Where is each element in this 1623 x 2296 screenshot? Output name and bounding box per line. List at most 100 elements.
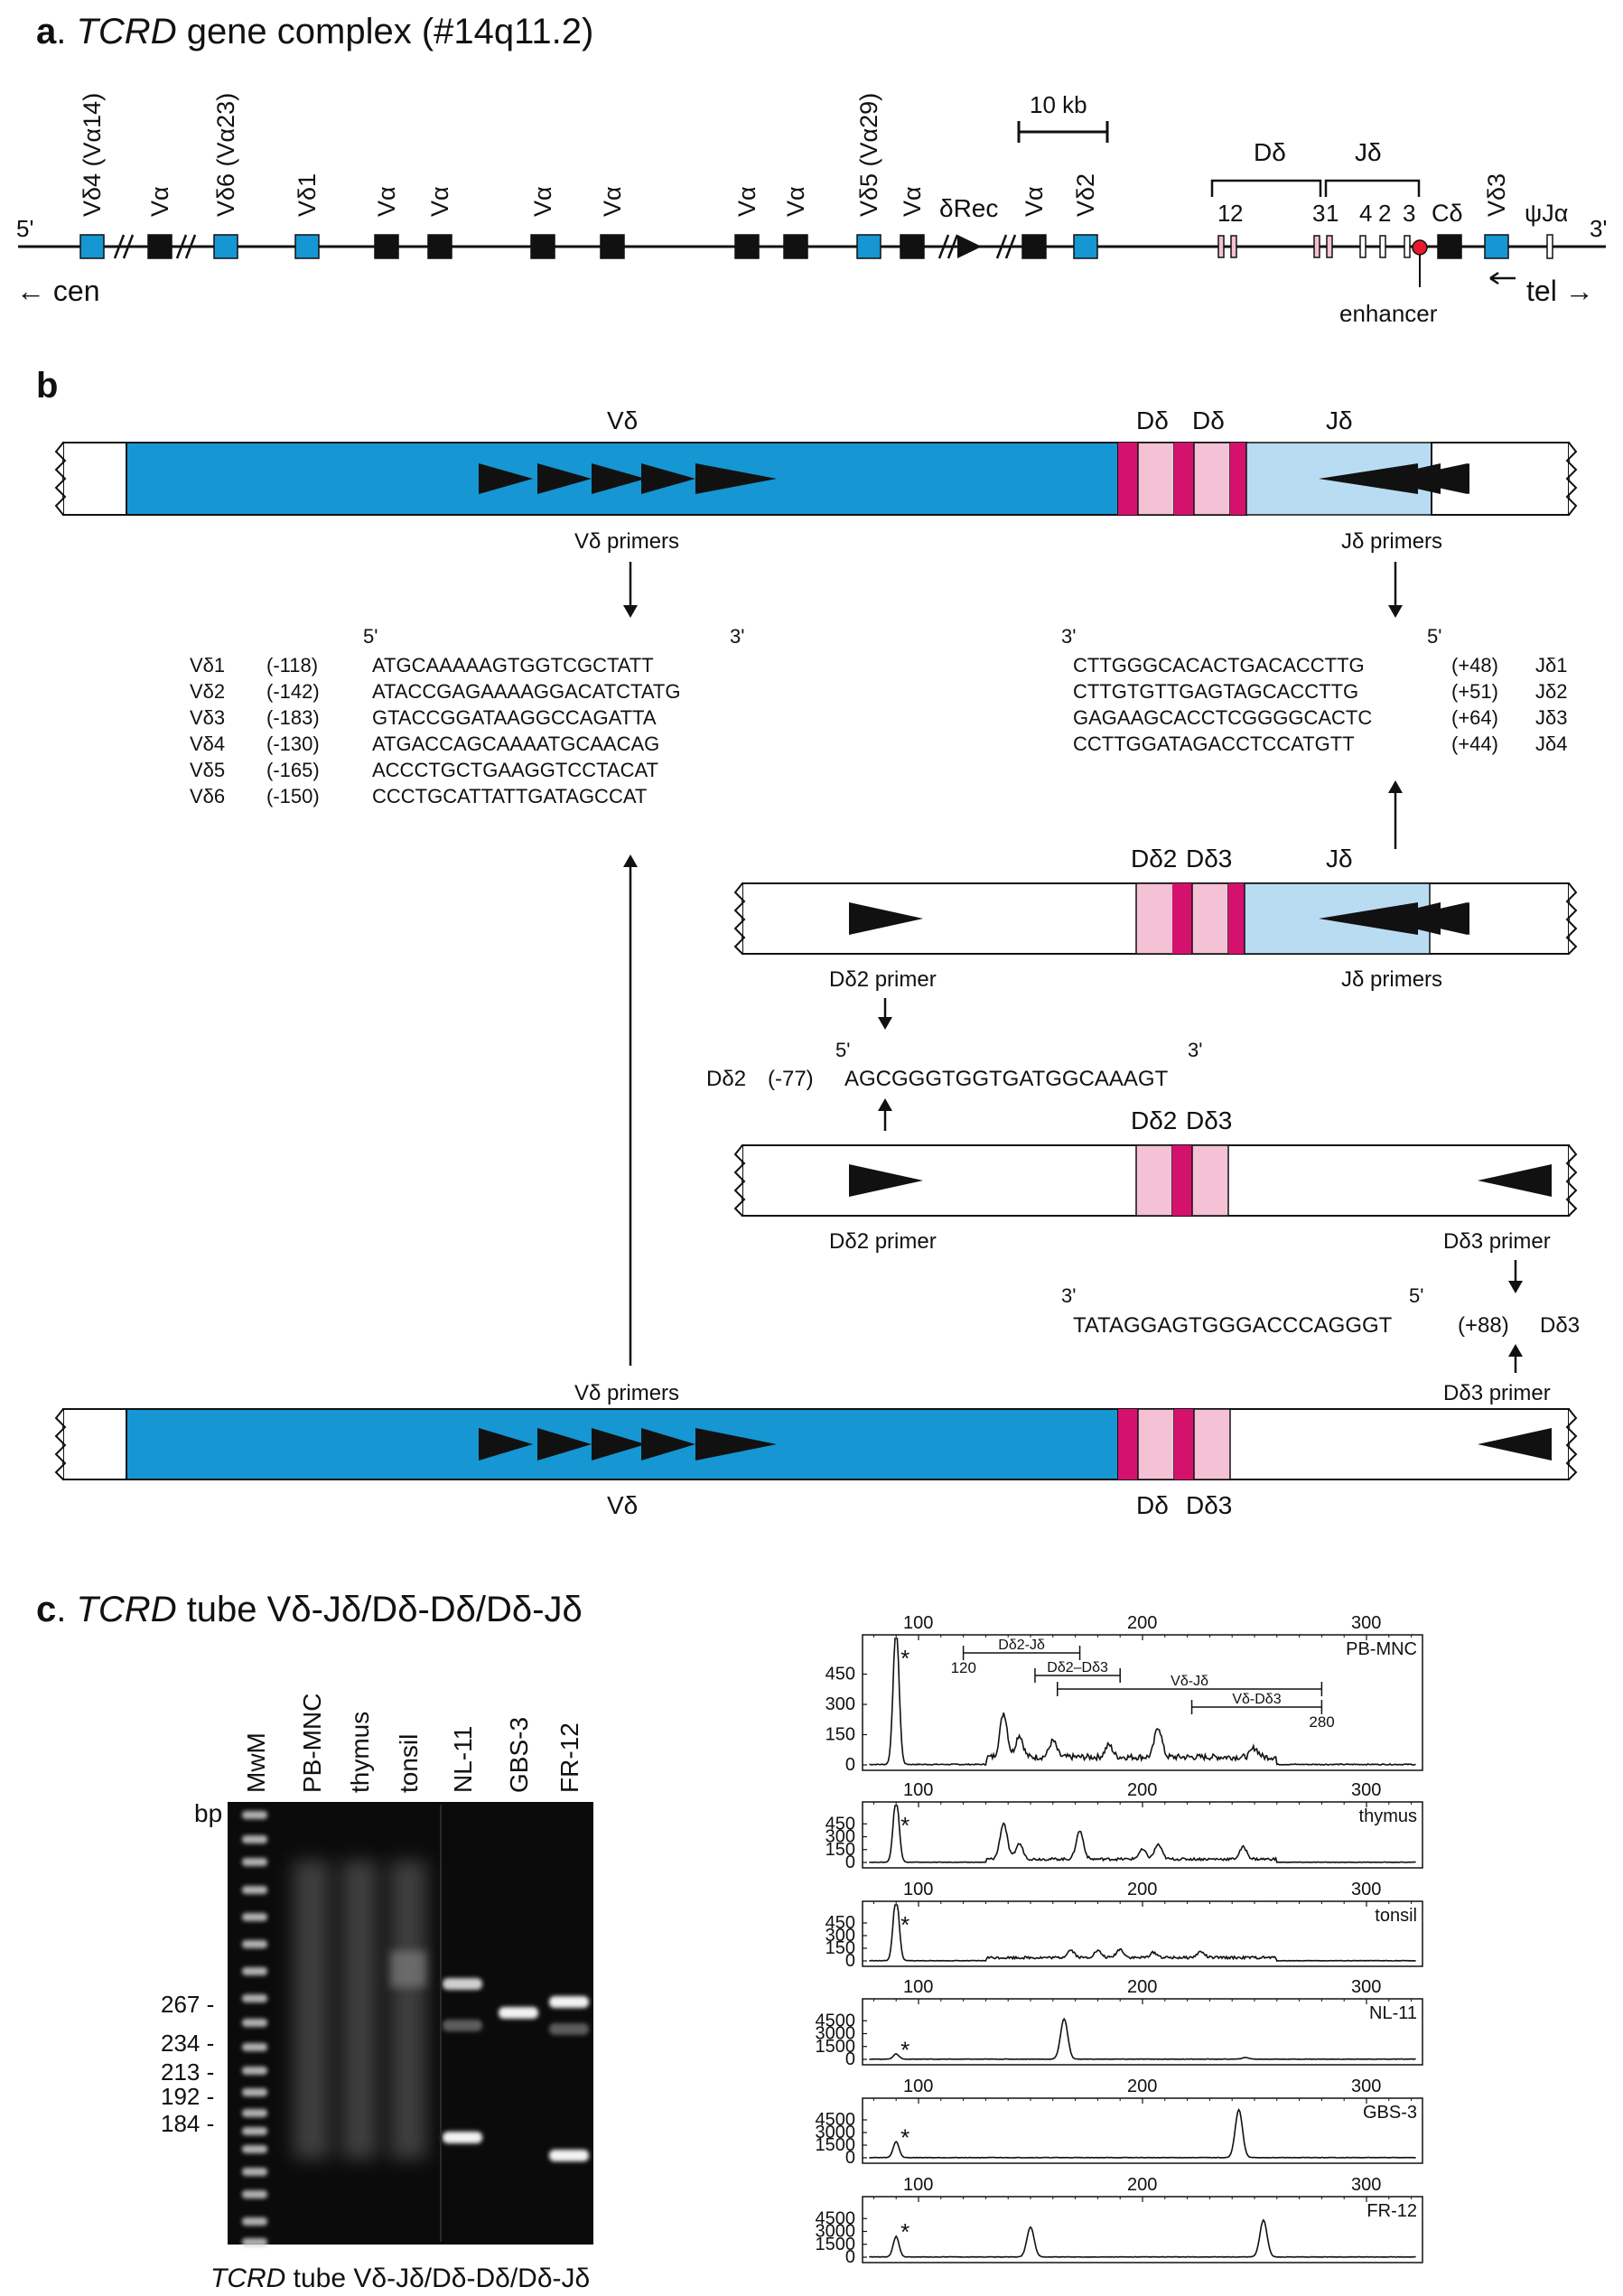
y-tick-label: 4500 bbox=[816, 2110, 856, 2130]
primer-dimer-star: * bbox=[900, 1645, 909, 1672]
gel-band bbox=[443, 2020, 482, 2031]
j-primer-row: CTTGGGCACACTGACACCTTG(+48)Jδ1 bbox=[1073, 654, 1567, 677]
y-tick-label: 4500 bbox=[816, 2011, 856, 2030]
ladder-band bbox=[242, 1913, 267, 1921]
strand3-dd3-label: Dδ3 bbox=[1186, 1106, 1232, 1134]
dj-segment-5 bbox=[1379, 235, 1386, 258]
trace-frame bbox=[862, 2196, 1423, 2263]
x-tick-label: 100 bbox=[903, 1977, 933, 1997]
d2-seq-5prime: 5' bbox=[835, 1039, 850, 1061]
ladder-band bbox=[242, 2217, 267, 2226]
j-primer-row: CTTGTGTTGAGTAGCACCTTG(+51)Jδ2 bbox=[1073, 680, 1567, 703]
j-primer-pos: (+64) bbox=[1451, 706, 1498, 729]
drec-label: δRec bbox=[939, 194, 998, 222]
ladder-band bbox=[242, 1858, 267, 1866]
marker-label: 192 - bbox=[161, 2083, 214, 2110]
dj-segment-0 bbox=[1217, 235, 1225, 258]
range-label: Vδ-Jδ bbox=[1171, 1674, 1208, 1689]
gene-box-6 bbox=[530, 234, 555, 259]
d-bracket bbox=[1210, 179, 1322, 197]
x-tick-label: 200 bbox=[1127, 1880, 1157, 1899]
j-table-3prime: 3' bbox=[1061, 625, 1076, 648]
panel-a-title: a. TCRD gene complex (#14q11.2) bbox=[36, 12, 593, 51]
ladder-band bbox=[242, 2238, 267, 2246]
marker-label: 213 - bbox=[161, 2058, 214, 2086]
ladder-band bbox=[242, 2145, 267, 2153]
v-primer-pos: (-165) bbox=[266, 759, 320, 781]
lane-label: NL-11 bbox=[449, 1726, 477, 1793]
strand1-vd-label: Vδ bbox=[607, 406, 638, 434]
gene-box-9 bbox=[783, 234, 808, 259]
v-primer-table: Vδ1(-118)ATGCAAAAAGTGGTCGCTATTVδ2(-142)A… bbox=[190, 654, 680, 807]
dd3-primer-label-2: Dδ3 primer bbox=[1443, 1381, 1551, 1405]
x-tick-label: 300 bbox=[1351, 2175, 1381, 2195]
gel-band bbox=[443, 1978, 482, 1990]
bp-label: bp bbox=[194, 1799, 222, 1827]
y-tick-label: 0 bbox=[845, 1853, 855, 1872]
gel-band bbox=[443, 2132, 482, 2143]
j-primer-table: CTTGGGCACACTGACACCTTG(+48)Jδ1CTTGTGTTGAG… bbox=[1073, 654, 1567, 755]
trace-line bbox=[869, 1805, 1416, 1863]
dd3-arrow-down bbox=[1508, 1260, 1523, 1293]
j-primer-name: Jδ4 bbox=[1535, 733, 1567, 755]
j-primer-pos: (+48) bbox=[1451, 654, 1498, 677]
dj-segment-label-5: 2 bbox=[1378, 200, 1391, 227]
dj-segment-6 bbox=[1404, 235, 1411, 258]
v-table-5prime: 5' bbox=[363, 625, 378, 648]
dj-segment-label-2: 3 bbox=[1312, 200, 1325, 227]
gene-label-14: Cδ bbox=[1432, 200, 1463, 227]
x-tick-label: 100 bbox=[903, 1880, 933, 1899]
j-bracket bbox=[1324, 179, 1421, 197]
lane-label: FR-12 bbox=[555, 1722, 583, 1793]
x-tick-label: 300 bbox=[1351, 1780, 1381, 1800]
ladder-band bbox=[242, 1811, 267, 1819]
gene-label-9: Vα bbox=[782, 186, 809, 217]
x-tick-label: 200 bbox=[1127, 2077, 1157, 2096]
gene-box-3 bbox=[294, 234, 320, 259]
strand1-dd1-label: Dδ bbox=[1136, 406, 1169, 434]
strand-vddj bbox=[54, 442, 1578, 516]
marker-label: 267 - bbox=[161, 1991, 214, 2018]
trace-title: thymus bbox=[1359, 1806, 1417, 1826]
d2-seq-3prime: 3' bbox=[1188, 1039, 1202, 1061]
y-tick-label: 300 bbox=[825, 1694, 855, 1714]
gene-label-12: Vα bbox=[1021, 186, 1048, 217]
three-prime-label: 3' bbox=[1590, 215, 1607, 242]
j-primer-pos: (+44) bbox=[1451, 733, 1498, 755]
trace-frame bbox=[862, 2097, 1423, 2164]
gel-marker-labels: 267 -234 -213 -192 -184 - bbox=[161, 1991, 214, 2137]
panel-b: b Vδ Dδ Dδ Jδ Vδ pri bbox=[36, 366, 1580, 1519]
x-tick-label: 200 bbox=[1127, 1613, 1157, 1633]
trace-line bbox=[869, 2017, 1416, 2060]
x-tick-label: 300 bbox=[1351, 2077, 1381, 2096]
range-label: Dδ2-Jδ bbox=[998, 1638, 1045, 1653]
j-group-label: Jδ bbox=[1355, 138, 1382, 166]
ladder-band bbox=[242, 1835, 267, 1843]
v-primer-row: Vδ1(-118)ATGCAAAAAGTGGTCGCTATT bbox=[190, 654, 654, 677]
y-tick-label: 1500 bbox=[816, 2135, 856, 2155]
y-tick-label: 3000 bbox=[816, 2024, 856, 2044]
primer-dimer-star: * bbox=[900, 2036, 909, 2063]
dj-segment-3 bbox=[1326, 235, 1333, 258]
trace-title: tonsil bbox=[1375, 1906, 1417, 1926]
panel-c-title: c. TCRD tube Vδ-Jδ/Dδ-Dδ/Dδ-Jδ bbox=[36, 1590, 583, 1629]
primer-dimer-star: * bbox=[900, 2123, 909, 2151]
ladder-band bbox=[242, 2168, 267, 2176]
y-tick-label: 300 bbox=[825, 1827, 855, 1847]
gene-label-16: ψJα bbox=[1525, 200, 1568, 227]
gel-smear bbox=[341, 1861, 378, 2159]
strand2-dd2-label: Dδ2 bbox=[1131, 845, 1177, 873]
x-tick-label: 200 bbox=[1127, 2175, 1157, 2195]
v-primer-pos: (-142) bbox=[266, 680, 320, 703]
trace-line bbox=[869, 1638, 1416, 1766]
strand-d2d3j bbox=[733, 882, 1578, 955]
y-tick-label: 3000 bbox=[816, 2222, 856, 2242]
gene-box-0 bbox=[79, 234, 105, 259]
x-tick-label: 100 bbox=[903, 2175, 933, 2195]
j-primer-name: Jδ3 bbox=[1535, 706, 1567, 729]
ladder-band bbox=[242, 2109, 267, 2117]
x-tick-label: 100 bbox=[903, 1780, 933, 1800]
v-primer-row: Vδ3(-183)GTACCGGATAAGGCCAGATTA bbox=[190, 706, 657, 729]
trace-line bbox=[869, 2218, 1416, 2258]
